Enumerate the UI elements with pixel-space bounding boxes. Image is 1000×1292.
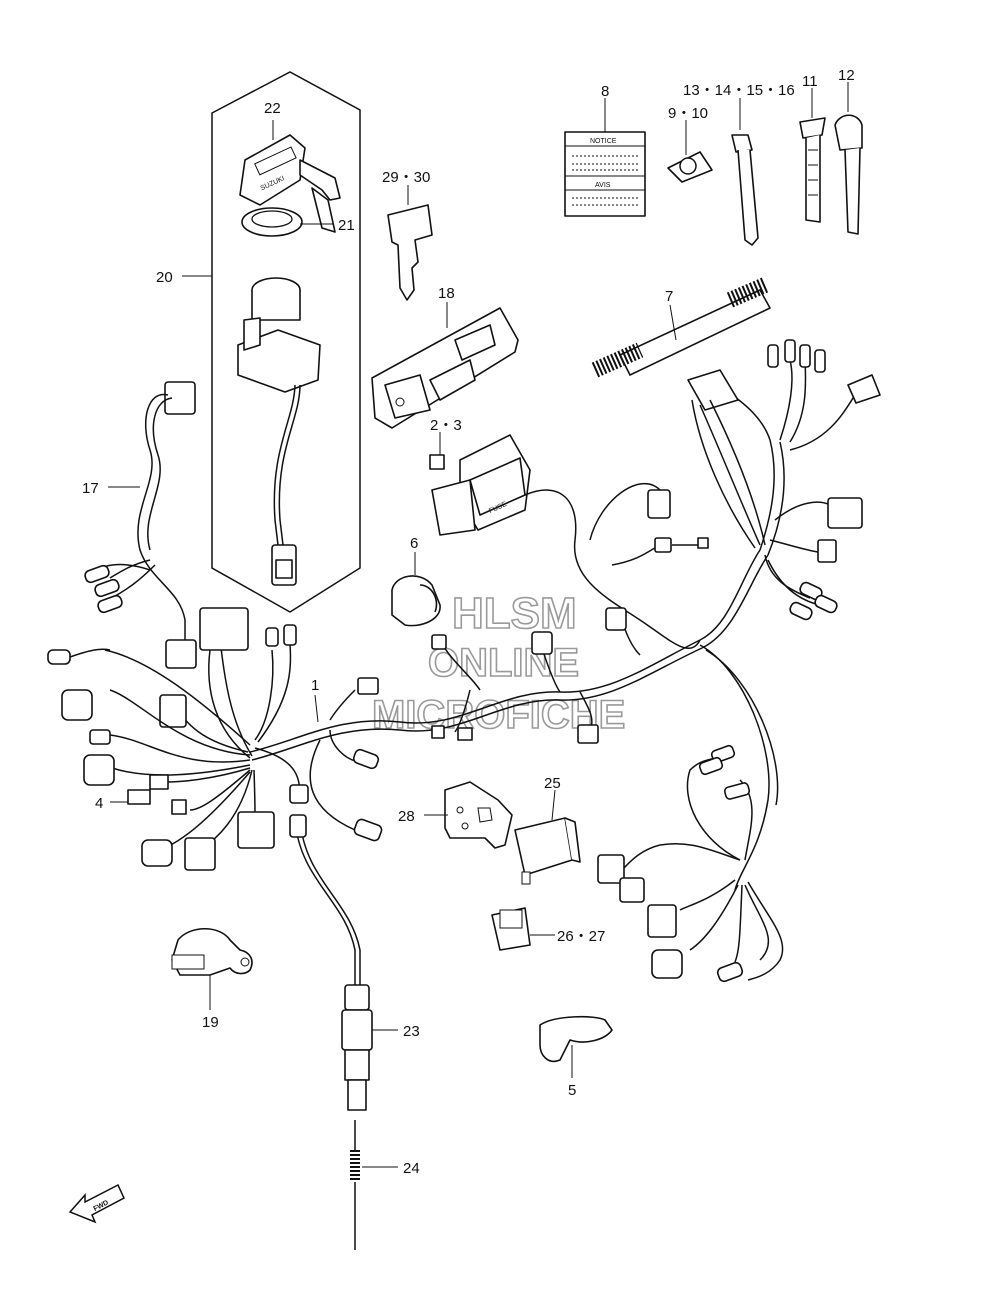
relay-icon[interactable] bbox=[514, 789, 581, 885]
label-29-30: 29・30 bbox=[382, 169, 430, 186]
label-6: 6 bbox=[410, 535, 418, 552]
svg-text:HLSM: HLSM bbox=[452, 589, 577, 638]
coupler-icon[interactable] bbox=[491, 907, 555, 951]
lock-nut-icon bbox=[241, 207, 303, 237]
label-20: 20 bbox=[156, 269, 173, 286]
label-26-27: 26・27 bbox=[557, 928, 605, 945]
label-8: 8 bbox=[601, 83, 609, 100]
label-13-16: 13・14・15・16 bbox=[683, 82, 795, 99]
cable-tie-13-16-icon[interactable] bbox=[731, 98, 759, 246]
ignition-switch-icon bbox=[237, 277, 321, 586]
caution-label-icon[interactable]: NOTICE AVIS bbox=[564, 98, 646, 217]
label-1: 1 bbox=[311, 677, 319, 694]
label-11: 11 bbox=[802, 73, 818, 90]
label-24: 24 bbox=[403, 1160, 420, 1177]
label-17: 17 bbox=[82, 480, 99, 497]
label-4: 4 bbox=[95, 795, 103, 812]
bracket-icon[interactable] bbox=[371, 302, 519, 429]
ignition-key-icon: SUZUKI bbox=[239, 134, 341, 233]
coupler-4-icon[interactable] bbox=[110, 789, 151, 805]
cable-tie-12-icon[interactable] bbox=[834, 82, 863, 235]
label-2-3: 2・3 bbox=[430, 417, 462, 434]
rubber-cap-icon[interactable] bbox=[391, 552, 441, 627]
label-18: 18 bbox=[438, 285, 455, 302]
label-7: 7 bbox=[665, 288, 673, 305]
fuse-box-icon[interactable]: FUSE bbox=[429, 432, 531, 536]
main-wiring-harness[interactable] bbox=[47, 339, 881, 871]
label-5: 5 bbox=[568, 1082, 576, 1099]
label-19: 19 bbox=[202, 1014, 219, 1031]
lower-right-harness[interactable] bbox=[597, 644, 784, 983]
sensor-19-icon[interactable] bbox=[171, 928, 253, 1010]
label-23: 23 bbox=[403, 1023, 420, 1040]
cable-tie-11-icon[interactable] bbox=[799, 88, 826, 223]
ignition-switch-assembly[interactable]: SUZUKI bbox=[182, 71, 361, 613]
oxygen-sensor-23-icon[interactable] bbox=[289, 814, 398, 1111]
label-25: 25 bbox=[544, 775, 561, 792]
fwd-arrow-icon: FWD bbox=[68, 1183, 125, 1224]
label-9-10: 9・10 bbox=[668, 105, 708, 122]
svg-text:NOTICE: NOTICE bbox=[590, 138, 617, 145]
label-28: 28 bbox=[398, 808, 415, 825]
svg-text:AVIS: AVIS bbox=[595, 182, 611, 189]
callout-labels: 22 21 20 29・30 18 2・3 6 8 9・10 13・14・15・… bbox=[82, 67, 855, 1177]
wire-clamp-icon[interactable] bbox=[667, 120, 713, 183]
label-21: 21 bbox=[338, 217, 355, 234]
svg-text:ONLINE: ONLINE bbox=[428, 641, 579, 685]
spring-24-icon[interactable] bbox=[350, 1120, 398, 1250]
relay-bracket-icon[interactable] bbox=[424, 781, 513, 849]
key-blank-icon[interactable] bbox=[387, 185, 433, 301]
sub-harness-17[interactable] bbox=[84, 381, 197, 669]
label-22: 22 bbox=[264, 100, 281, 117]
protector-tube-icon[interactable] bbox=[591, 277, 771, 378]
terminal-cover-icon[interactable] bbox=[539, 1015, 613, 1078]
label-12: 12 bbox=[838, 67, 855, 84]
